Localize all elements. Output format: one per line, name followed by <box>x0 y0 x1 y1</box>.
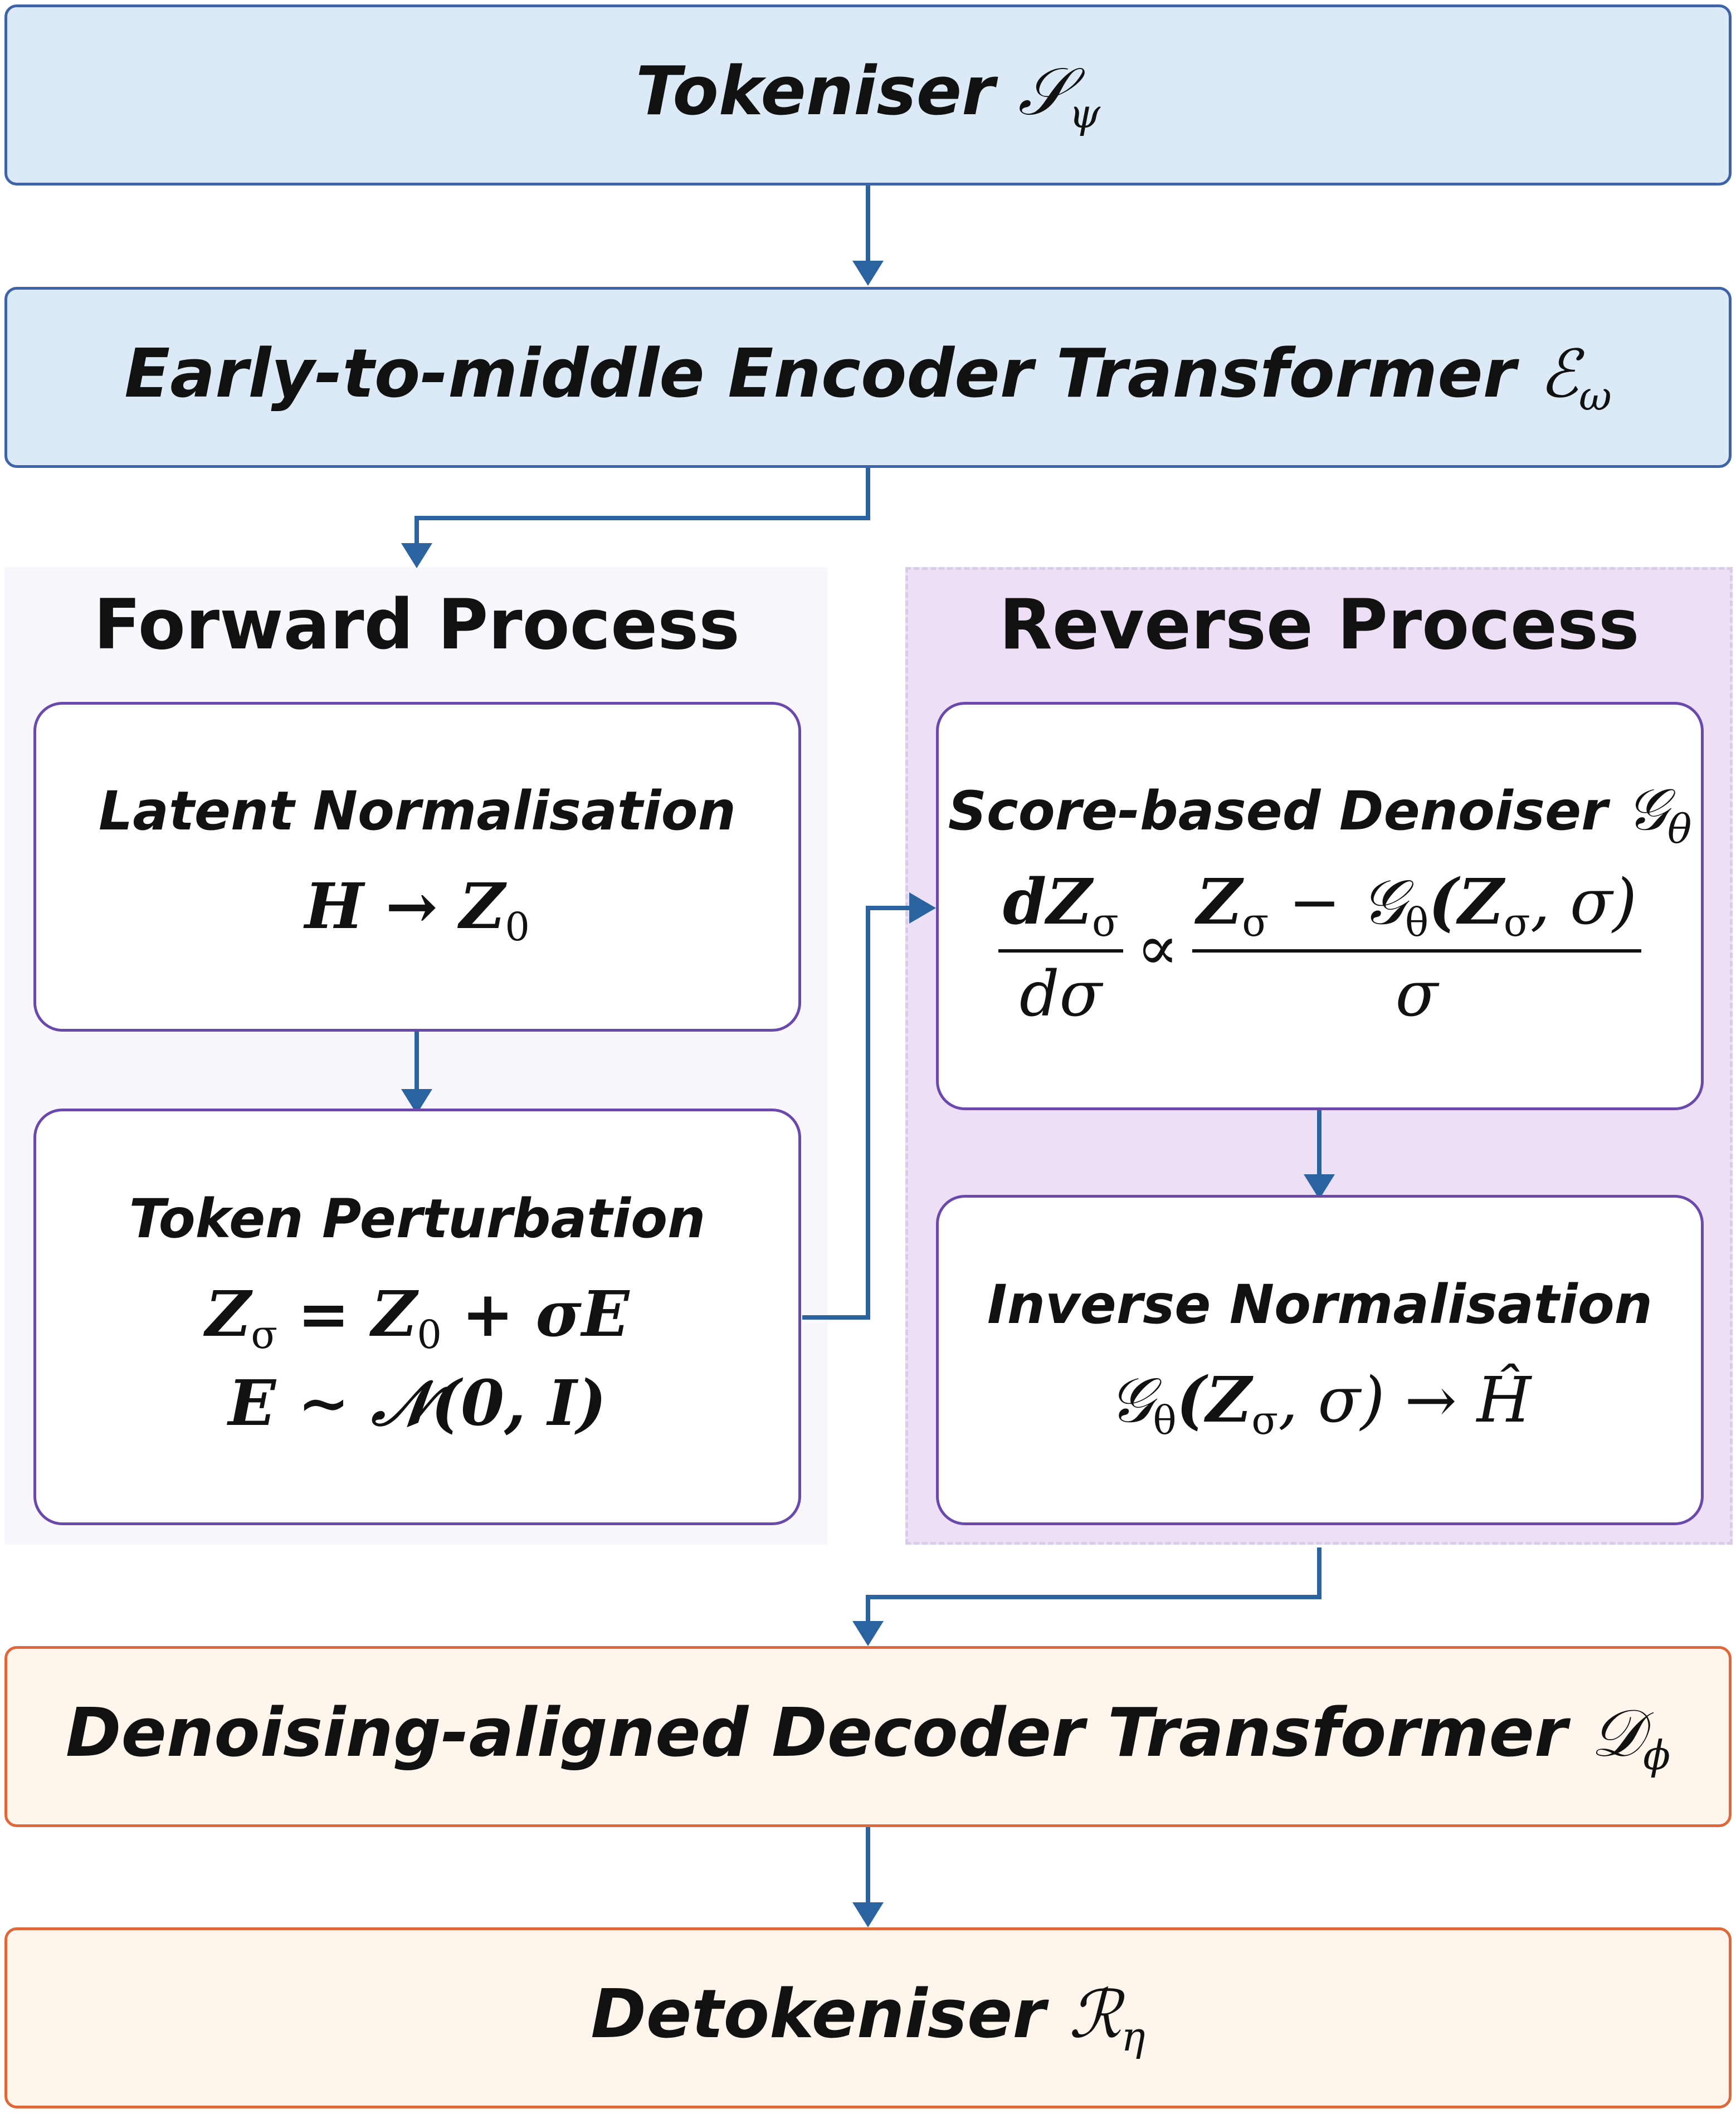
denoiser-ode-equation: dZσ dσ ∝ Zσ − 𝒢θ(Zσ, σ) σ <box>998 860 1642 1037</box>
reverse-process-title: Reverse Process <box>999 585 1640 665</box>
decoder-box: Denoising-aligned Decoder Transformer 𝒟ϕ <box>4 1646 1732 1827</box>
detokeniser-box: Detokeniser ℛη <box>4 1927 1732 2108</box>
token-perturbation-title: Token Perturbation <box>129 1188 706 1251</box>
token-perturbation-box: Token Perturbation Zσ = Z0 + σE E ∼ 𝒩(0,… <box>33 1109 801 1525</box>
fraction-left: dZσ dσ <box>998 860 1123 1037</box>
latent-normalisation-equation: H → Z0 <box>305 870 530 950</box>
score-based-denoiser-box: Score-based Denoiser 𝒢θ dZσ dσ ∝ Zσ − 𝒢θ… <box>936 702 1704 1110</box>
decoder-label: Denoising-aligned Decoder Transformer 𝒟ϕ <box>65 1695 1671 1779</box>
tokeniser-box: Tokeniser 𝒮ψ <box>4 4 1732 185</box>
latent-normalisation-title: Latent Normalisation <box>99 780 736 843</box>
inverse-normalisation-title: Inverse Normalisation <box>987 1273 1653 1336</box>
tokeniser-label: Tokeniser 𝒮ψ <box>636 53 1100 137</box>
arrow-reverse-to-decoder <box>866 1547 1321 1624</box>
detokeniser-label: Detokeniser ℛη <box>591 1976 1145 2060</box>
noise-distribution-equation: E ∼ 𝒩(0, I) <box>228 1366 607 1440</box>
forward-process-title: Forward Process <box>94 585 740 665</box>
proportional-symbol: ∝ <box>1136 911 1179 984</box>
perturbation-equation: Zσ = Z0 + σE <box>205 1278 630 1358</box>
latent-normalisation-box: Latent Normalisation H → Z0 <box>33 702 801 1032</box>
inverse-normalisation-box: Inverse Normalisation 𝒢θ(Zσ, σ) → Ĥ <box>936 1195 1704 1525</box>
arrow-perturbation-to-denoiser <box>802 906 911 1320</box>
encoder-box: Early-to-middle Encoder Transformer ℰω <box>4 287 1732 468</box>
inverse-normalisation-equation: 𝒢θ(Zσ, σ) → Ĥ <box>1108 1363 1532 1443</box>
encoder-label: Early-to-middle Encoder Transformer ℰω <box>124 335 1612 419</box>
arrow-encoder-to-forward <box>415 468 870 546</box>
fraction-right: Zσ − 𝒢θ(Zσ, σ) σ <box>1192 860 1642 1037</box>
denoiser-title: Score-based Denoiser 𝒢θ <box>948 775 1692 853</box>
